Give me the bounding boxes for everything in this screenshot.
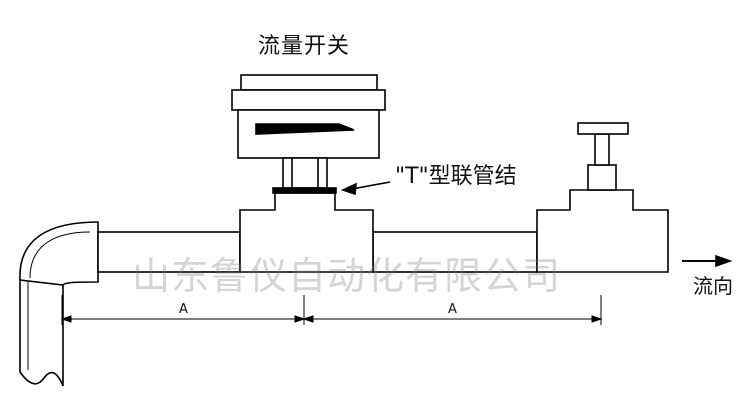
flow-switch [231,74,386,194]
company-watermark: 山东鲁仪自动化有限公司 [132,254,562,298]
tee-fitting-label: "T"型联管结 [395,164,517,189]
tee-pointer-arrow-icon [340,181,391,196]
main-pipe-segment [372,231,538,273]
dimension-label-left: A [179,302,188,317]
flow-direction-label: 流向 [693,274,733,298]
dimension-label-right: A [448,302,457,317]
flow-direction-arrow-icon [682,254,733,268]
inlet-pipe [19,279,64,387]
dimension-lines [60,295,603,325]
valve-bonnet [587,164,617,191]
flow-arrow-icon [255,123,355,135]
flow-switch-label: 流量开关 [258,34,351,59]
pipe-elbow [19,221,99,286]
valve-handwheel [577,122,629,135]
valve-fitting-right [536,189,669,273]
valve-stem [594,133,610,166]
